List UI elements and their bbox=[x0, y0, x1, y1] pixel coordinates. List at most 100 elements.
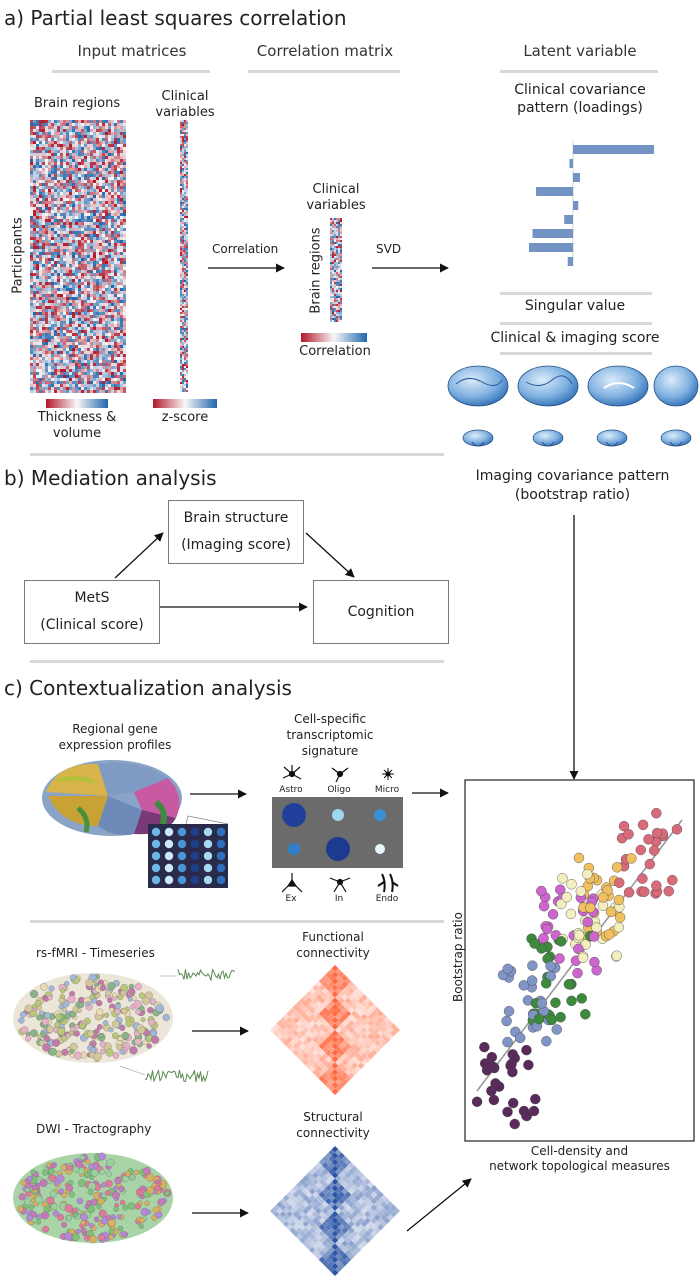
scatter-point bbox=[541, 923, 553, 935]
cell-label-oligo: Oligo bbox=[327, 785, 351, 795]
scatter-point bbox=[523, 1059, 534, 1071]
scatter-point bbox=[486, 1051, 498, 1063]
scatter-point bbox=[557, 873, 568, 884]
zscore-label: z-score bbox=[161, 410, 209, 425]
loading-bar bbox=[569, 159, 573, 168]
rsfmri-label: rs-fMRI - Timeseries bbox=[36, 946, 155, 960]
scores-label: Clinical & imaging score bbox=[490, 330, 660, 346]
scatter-point bbox=[509, 1118, 520, 1130]
scatter-point bbox=[527, 960, 538, 971]
scatter-point bbox=[626, 853, 637, 864]
scatter-point bbox=[573, 943, 584, 955]
divider bbox=[30, 920, 444, 923]
gene-expression-line1: Regional gene bbox=[72, 722, 158, 736]
scatter-point bbox=[502, 1036, 513, 1048]
oligodendrocyte-icon bbox=[331, 767, 349, 783]
signature-dot bbox=[375, 844, 385, 854]
gene-to-signature-arrow bbox=[190, 789, 247, 799]
signature-dot bbox=[282, 803, 306, 827]
cell-signature-line3: signature bbox=[301, 744, 359, 758]
sc-to-scatter-arrow bbox=[406, 1178, 472, 1232]
scatter-point bbox=[551, 1024, 562, 1035]
structural-connectivity-matrix bbox=[270, 1146, 400, 1276]
mediation-arrows bbox=[114, 532, 355, 612]
scatter-point bbox=[637, 819, 649, 831]
scatter-point bbox=[556, 898, 567, 910]
section-b-title: b) Mediation analysis bbox=[4, 466, 217, 490]
loading-bar bbox=[532, 229, 573, 238]
excitatory-neuron-icon bbox=[281, 873, 303, 893]
pattern-to-scatter-arrow bbox=[569, 515, 579, 780]
scatter-point bbox=[623, 829, 634, 840]
scatter-point bbox=[556, 936, 567, 947]
svd-arrow-label: SVD bbox=[376, 242, 402, 256]
section-a-title: a) Partial least squares correlation bbox=[4, 6, 347, 30]
scatter-point bbox=[649, 845, 660, 856]
cell-type-icons-bottom bbox=[281, 873, 399, 893]
thickness-colorbar bbox=[46, 399, 108, 408]
divider bbox=[30, 660, 444, 663]
zscore-colorbar bbox=[153, 399, 217, 408]
scatter-point bbox=[580, 1009, 591, 1020]
cm-clinical-line2: variables bbox=[306, 198, 366, 213]
astrocyte-icon bbox=[282, 765, 302, 780]
cell-signature-line1: Cell-specific bbox=[293, 712, 367, 726]
scatter-point bbox=[554, 953, 565, 964]
fc-label-line1: Functional bbox=[302, 930, 364, 944]
singular-value-label: Singular value bbox=[524, 298, 626, 314]
cell-label-endo: Endo bbox=[375, 894, 399, 904]
scatter-point bbox=[521, 1110, 532, 1121]
scatter-point bbox=[565, 908, 577, 920]
scatter-point bbox=[471, 1096, 483, 1107]
scatter-point bbox=[547, 909, 559, 920]
scatter-point bbox=[518, 980, 529, 991]
scatter-point bbox=[614, 877, 625, 888]
divider bbox=[30, 453, 444, 456]
scatter-point bbox=[555, 1011, 566, 1023]
scatter-point bbox=[507, 1097, 519, 1109]
subcortical-icon-1 bbox=[462, 429, 494, 447]
microglia-icon bbox=[382, 768, 394, 780]
scatter-point bbox=[591, 922, 602, 933]
scatter-point bbox=[530, 1093, 541, 1105]
scatter-point bbox=[613, 894, 625, 906]
mets-box: MetS(Clinical score) bbox=[24, 580, 160, 644]
inhibitory-neuron-icon bbox=[329, 877, 351, 893]
scatter-ylabel: Bootstrap ratio bbox=[451, 912, 465, 1002]
scatter-point bbox=[526, 975, 538, 986]
scatter-point bbox=[514, 1032, 526, 1044]
scatter-point bbox=[545, 960, 556, 972]
scatter-point bbox=[566, 995, 577, 1007]
brain-regions-label: Brain regions bbox=[34, 96, 121, 111]
imaging-pattern-line2: (bootstrap ratio) bbox=[514, 487, 631, 503]
scatter-point bbox=[603, 929, 615, 940]
signature-to-scatter-arrow bbox=[412, 788, 449, 798]
cell-type-icons-top bbox=[282, 765, 394, 783]
gene-matrix-inset bbox=[148, 815, 229, 888]
brain-structure-box: Brain structure(Imaging score) bbox=[168, 500, 304, 564]
fc-label-line2: connectivity bbox=[296, 946, 370, 960]
scatter-point bbox=[502, 1106, 513, 1118]
scatter-point bbox=[488, 1094, 500, 1106]
scatter-point bbox=[536, 885, 547, 897]
loading-bar bbox=[573, 201, 579, 210]
cognition-box: Cognition bbox=[313, 580, 449, 644]
scatter-point bbox=[563, 979, 575, 990]
sc-label-line2: connectivity bbox=[296, 1126, 370, 1140]
scatter-point bbox=[505, 1060, 516, 1072]
scatter-point bbox=[536, 998, 548, 1009]
scatter-point bbox=[573, 852, 585, 864]
header-latent-variable: Latent variable bbox=[523, 42, 637, 60]
loading-bar bbox=[573, 173, 581, 182]
thickness-label-line2: volume bbox=[52, 426, 102, 441]
loadings-title-line1: Clinical covariance bbox=[514, 82, 646, 98]
dwi-to-sc-arrow bbox=[192, 1208, 249, 1218]
loading-bar bbox=[573, 145, 654, 154]
fmri-brain-parcels-icon bbox=[13, 973, 173, 1063]
brain-medial-right-icon bbox=[653, 365, 699, 407]
clinical-label-line2: variables bbox=[155, 105, 215, 120]
brain-cortex-icons bbox=[447, 365, 699, 447]
loading-bar bbox=[567, 257, 573, 266]
scatter-point bbox=[651, 827, 663, 839]
